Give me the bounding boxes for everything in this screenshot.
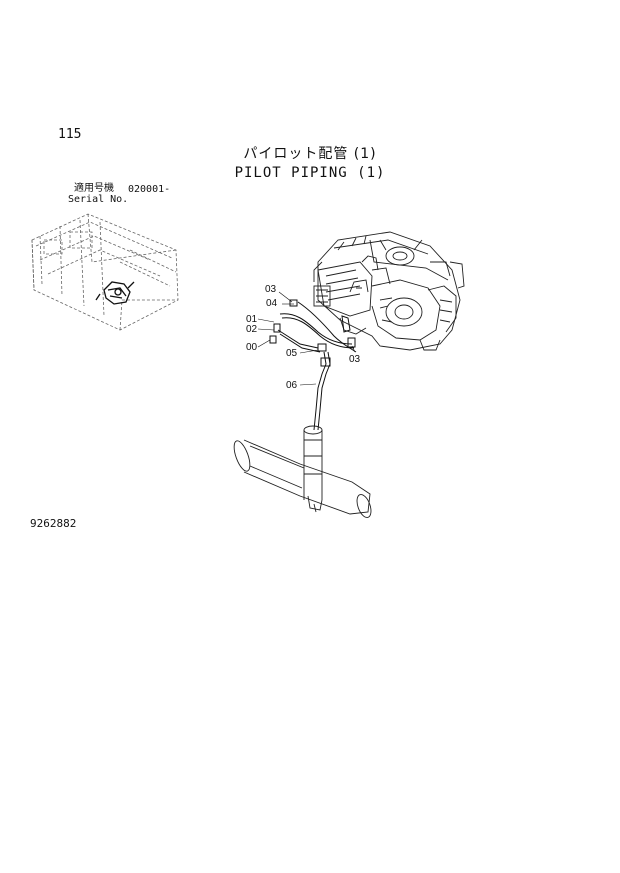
serial-label-japanese: 適用号機 bbox=[74, 183, 114, 194]
page-title-english: PILOT PIPING (1) bbox=[234, 165, 386, 181]
callout-00: 00 bbox=[246, 342, 258, 353]
locator-highlight bbox=[95, 281, 135, 305]
page-title-japanese: パイロット配管 (1) bbox=[243, 146, 377, 162]
drawing-number: 9262882 bbox=[30, 517, 77, 530]
serial-range: 020001- bbox=[128, 184, 171, 195]
pilot-hoses bbox=[269, 299, 357, 431]
callout-03-lower: 03 bbox=[349, 354, 361, 365]
leader-lines bbox=[257, 291, 356, 386]
callout-05: 05 bbox=[286, 348, 298, 359]
pump-assembly bbox=[313, 231, 465, 351]
serial-label-english: Serial No. bbox=[68, 194, 129, 205]
callout-02: 02 bbox=[246, 324, 258, 335]
page-number: 115 bbox=[58, 127, 82, 142]
pipe-assembly bbox=[233, 425, 372, 518]
callout-06: 06 bbox=[286, 380, 298, 391]
machine-locator-view bbox=[31, 213, 179, 331]
callout-01: 01 bbox=[246, 314, 258, 325]
callout-04: 04 bbox=[266, 298, 278, 309]
callout-03-upper: 03 bbox=[265, 284, 277, 295]
